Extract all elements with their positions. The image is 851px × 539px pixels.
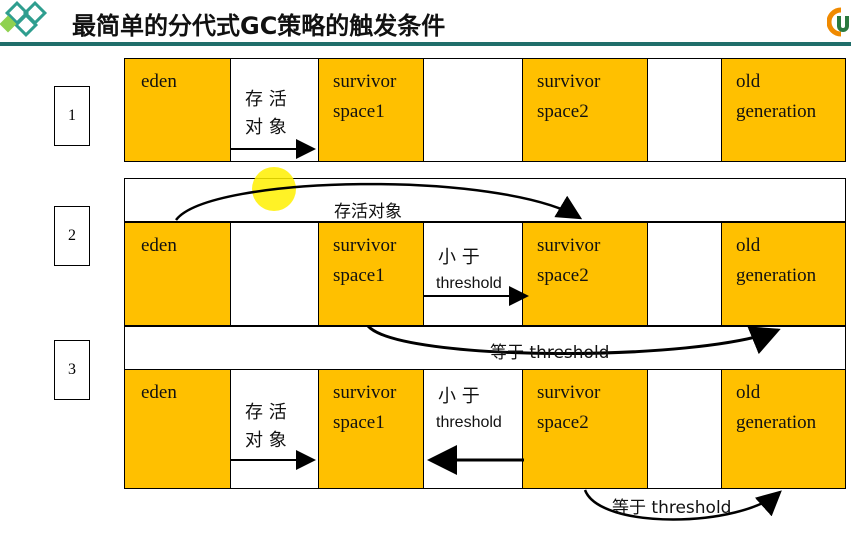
row-number-1: 1 [54, 86, 90, 146]
gap-region [647, 58, 723, 162]
survivor-space2-region: survivor space2 [522, 58, 648, 162]
survivor2-label-line2: space2 [537, 412, 589, 433]
arrow-curve-survivor1-to-old [366, 324, 781, 356]
arrow-curve-survivor2-to-old [583, 489, 782, 521]
alive-object-label-line1: 存 活 [245, 89, 287, 110]
survivor1-label-line2: space1 [333, 265, 385, 286]
equal-threshold-label-row3: 等于 threshold [612, 498, 732, 518]
old-generation-region: old generation [721, 222, 846, 326]
alive-object-curve-label: 存活对象 [334, 202, 402, 222]
eden-label: eden [141, 71, 177, 92]
old-generation-region: old generation [721, 58, 846, 162]
survivor1-label-line1: survivor [333, 235, 397, 256]
page-title: 最简单的分代式GC策略的触发条件 [72, 12, 446, 40]
arrow-curve-eden-to-survivor2 [175, 182, 583, 221]
old-label-line2: generation [736, 265, 817, 286]
row-number-2: 2 [54, 206, 90, 266]
less-than-label: 小 于 [438, 247, 480, 268]
threshold-label: threshold [436, 414, 502, 431]
gap-region [230, 222, 320, 326]
survivor2-label-line1: survivor [537, 235, 601, 256]
alive-object-label-line1: 存 活 [245, 402, 287, 423]
old-label-line1: old [736, 382, 761, 403]
survivor1-label-line1: survivor [333, 71, 397, 92]
old-label-line1: old [736, 235, 761, 256]
connector-strip-2 [124, 326, 846, 370]
diamond-logo-icon [0, 0, 48, 38]
survivor-space2-region: survivor space2 [522, 369, 648, 489]
eden-region: eden [124, 58, 231, 162]
survivor2-label-line2: space2 [537, 265, 589, 286]
alive-object-label-line2: 对 象 [245, 117, 287, 138]
alive-object-label-line2: 对 象 [245, 430, 287, 451]
eden-label: eden [141, 382, 177, 403]
connector-strip-1 [124, 178, 846, 222]
gap-region [423, 58, 524, 162]
brand-logo-icon [827, 7, 849, 37]
survivor1-label-line2: space1 [333, 412, 385, 433]
survivor2-label-line2: space2 [537, 101, 589, 122]
survivor-space2-region: survivor space2 [522, 222, 648, 326]
gap-region [647, 222, 723, 326]
eden-region: eden [124, 222, 231, 326]
survivor2-label-line1: survivor [537, 71, 601, 92]
survivor2-label-line1: survivor [537, 382, 601, 403]
header-rule [0, 42, 851, 46]
equal-threshold-label-row2: 等于 threshold [490, 343, 610, 363]
eden-label: eden [141, 235, 177, 256]
survivor1-label-line1: survivor [333, 382, 397, 403]
old-label-line1: old [736, 71, 761, 92]
old-label-line2: generation [736, 101, 817, 122]
survivor-space1-region: survivor space1 [318, 58, 424, 162]
row-number-3: 3 [54, 340, 90, 400]
less-than-label: 小 于 [438, 386, 480, 407]
survivor-space1-region: survivor space1 [318, 369, 424, 489]
survivor-space1-region: survivor space1 [318, 222, 424, 326]
old-label-line2: generation [736, 412, 817, 433]
gap-region: 小 于 threshold [423, 222, 524, 326]
threshold-label: threshold [436, 275, 502, 292]
survivor1-label-line2: space1 [333, 101, 385, 122]
old-generation-region: old generation [721, 369, 846, 489]
